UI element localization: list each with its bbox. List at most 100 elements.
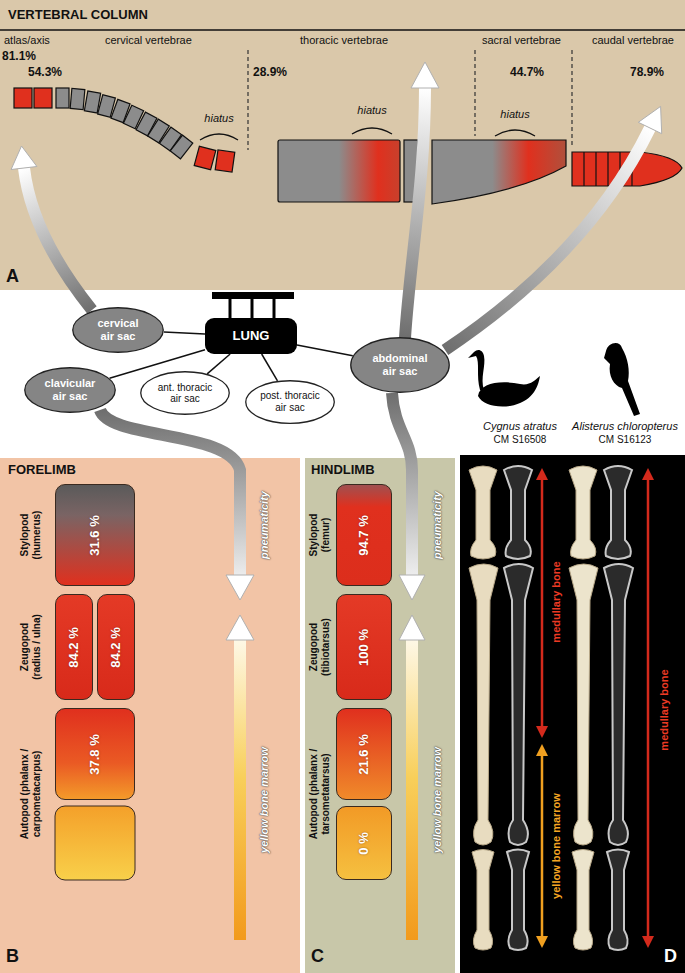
percentage-box: 94.7 % [336, 484, 392, 586]
bone-scan [604, 466, 632, 559]
pneumaticity-arrow [405, 88, 425, 338]
species-name: Cygnus atratus [483, 420, 557, 433]
arrowhead [536, 936, 548, 948]
vertebra [70, 88, 85, 109]
air-sac: clavicular air sac [24, 367, 116, 413]
arrowhead [638, 106, 661, 133]
arrowhead [536, 468, 548, 480]
bone-scan [604, 564, 633, 845]
lung-attachment [229, 299, 232, 318]
percentage: 78.9% [630, 66, 664, 80]
lung-attachment [251, 299, 254, 318]
species-name: Alisterus chloropterus [572, 420, 678, 433]
panel-background [460, 455, 685, 973]
vertebra [194, 146, 216, 170]
panel-letter: A [6, 266, 19, 287]
connector-line [164, 332, 205, 334]
arrowhead [399, 575, 425, 600]
percentage: 81.1% [2, 50, 36, 64]
section-heading: FORELIMB [8, 463, 76, 478]
percentage: 54.3% [28, 66, 62, 80]
node-label: LUNG [233, 329, 270, 344]
segment-line [583, 152, 584, 186]
connector-line [262, 354, 278, 381]
percentage: 28.9% [253, 66, 287, 80]
node-label: cervical air sac [91, 317, 145, 342]
air-sac: ant. thoracic air sac [140, 371, 230, 415]
lung-box: LUNG [205, 318, 297, 354]
bone-part-label: Stylopod (femur) [308, 499, 331, 571]
marrow-box [55, 806, 135, 880]
lung-attachment [212, 292, 294, 299]
percentage-box: 100 % [336, 594, 392, 700]
bone-photo [469, 466, 497, 559]
percentage-box: 0 % [336, 806, 392, 880]
vertebra [170, 135, 193, 159]
pneumaticity-arrow [392, 393, 412, 577]
range-arrow [541, 478, 544, 728]
percentage-value: 21.6 % [357, 734, 372, 774]
pneumaticity-arrow [445, 128, 650, 350]
panel-background [0, 458, 300, 973]
marrow-arrow [234, 638, 246, 940]
vertebra [56, 88, 69, 108]
connector-line [297, 345, 353, 356]
range-arrow [541, 754, 544, 938]
panel-background [305, 458, 455, 973]
percentage-box: 84.2 % [55, 594, 93, 700]
bone-photo [472, 850, 494, 951]
vertebra [14, 88, 32, 108]
percentage-value: 84.2 % [67, 627, 82, 667]
percentage-value: 37.8 % [88, 734, 103, 774]
arrowhead [226, 615, 254, 640]
percentage-box: 21.6 % [336, 708, 392, 800]
bone-scan [504, 466, 532, 559]
lung-attachment [273, 299, 276, 318]
region-divider [474, 50, 475, 136]
heading-rule [0, 29, 685, 31]
gradient-label: pneumaticity [258, 491, 271, 559]
panel-letter: D [664, 946, 677, 967]
bone-photo [469, 564, 498, 845]
section-heading: VERTEBRAL COLUMN [8, 8, 148, 23]
node-label: clavicular air sac [39, 377, 101, 402]
air-sac-shape [246, 381, 335, 424]
air-sac: post. thoracic air sac [245, 380, 335, 424]
node-label: abdominal air sac [368, 352, 432, 377]
arrowhead [399, 615, 425, 640]
gradient-label: yellow bone marrow [431, 747, 444, 853]
bone-photo [569, 564, 598, 845]
arrowhead [642, 468, 654, 480]
percentage-value: 31.6 % [88, 515, 103, 555]
hiatus-bracket [352, 128, 392, 134]
percentage-box: 31.6 % [55, 484, 135, 586]
percentage-value: 100 % [357, 629, 372, 666]
percentage-value: 94.7 % [357, 515, 372, 555]
region-label: thoracic vertebrae [300, 34, 388, 47]
hiatus-label: hiatus [204, 112, 233, 125]
panel-letter: B [6, 946, 19, 967]
section-heading: HINDLIMB [311, 463, 375, 478]
pneumaticity-arrow [24, 168, 92, 310]
panel-letter: C [311, 946, 324, 967]
specimen-number: CM S16123 [599, 434, 652, 446]
marrow-arrow [406, 638, 418, 940]
marrow-label: medullary bone [658, 669, 671, 750]
segment-line [607, 152, 608, 186]
swan-silhouette [478, 376, 540, 407]
bone-part-label: Autopod (phalanx / carpometacarpus) [19, 714, 42, 874]
hiatus-label: hiatus [500, 108, 529, 121]
air-sac-shape [25, 368, 116, 413]
node-label: ant. thoracic air sac [154, 382, 216, 405]
region-label: sacral vertebrae [482, 34, 561, 47]
connector-line [207, 354, 230, 374]
bone-scan [504, 564, 533, 845]
range-arrow [647, 478, 650, 938]
gradient-label: pneumaticity [431, 491, 444, 559]
parrot-silhouette [604, 343, 640, 416]
air-sac-shape [351, 338, 450, 393]
percentage-value: 0 % [357, 832, 372, 854]
air-sac-shape [141, 372, 230, 415]
vertebra [34, 88, 52, 108]
